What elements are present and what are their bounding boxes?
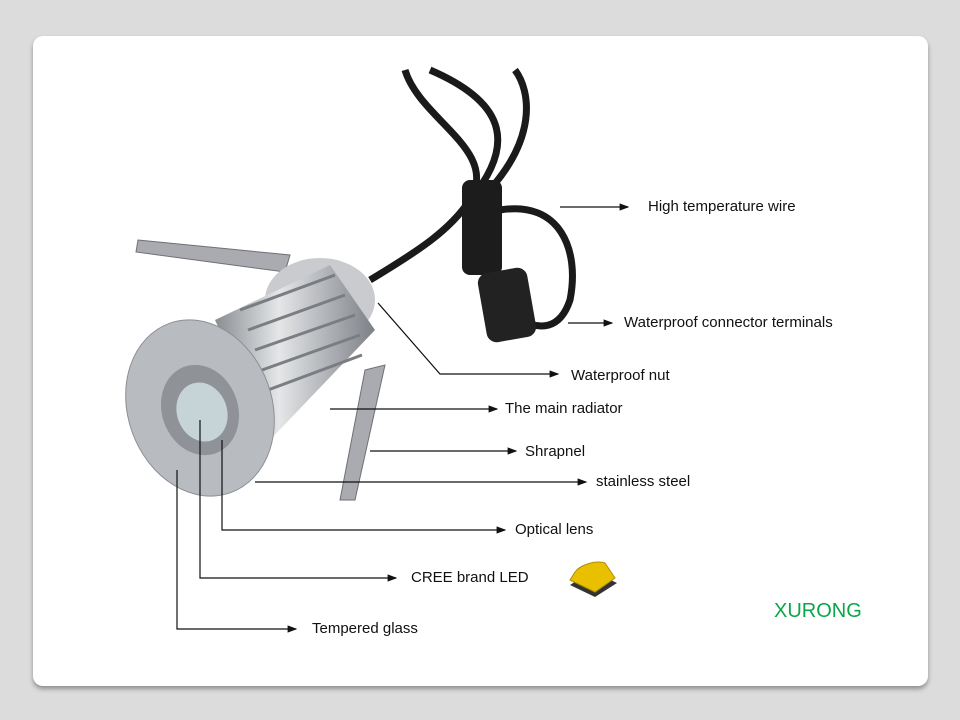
label-tempered-glass: Tempered glass	[312, 620, 418, 637]
label-optical-lens: Optical lens	[515, 521, 594, 538]
label-high-temperature-wire: High temperature wire	[648, 198, 796, 215]
label-stainless-steel: stainless steel	[596, 473, 691, 490]
label-cree-led: CREE brand LED	[411, 569, 529, 586]
radiator-body	[125, 258, 375, 497]
brand-logo-text: XURONG	[774, 600, 862, 622]
label-waterproof-nut: Waterproof nut	[571, 367, 670, 384]
led-chip-icon	[569, 561, 617, 597]
label-waterproof-connector-terminals: Waterproof connector terminals	[624, 314, 833, 331]
callout-lines	[176, 203, 630, 633]
connector	[462, 180, 537, 343]
label-shrapnel: Shrapnel	[525, 443, 586, 460]
label-main-radiator: The main radiator	[505, 400, 623, 417]
